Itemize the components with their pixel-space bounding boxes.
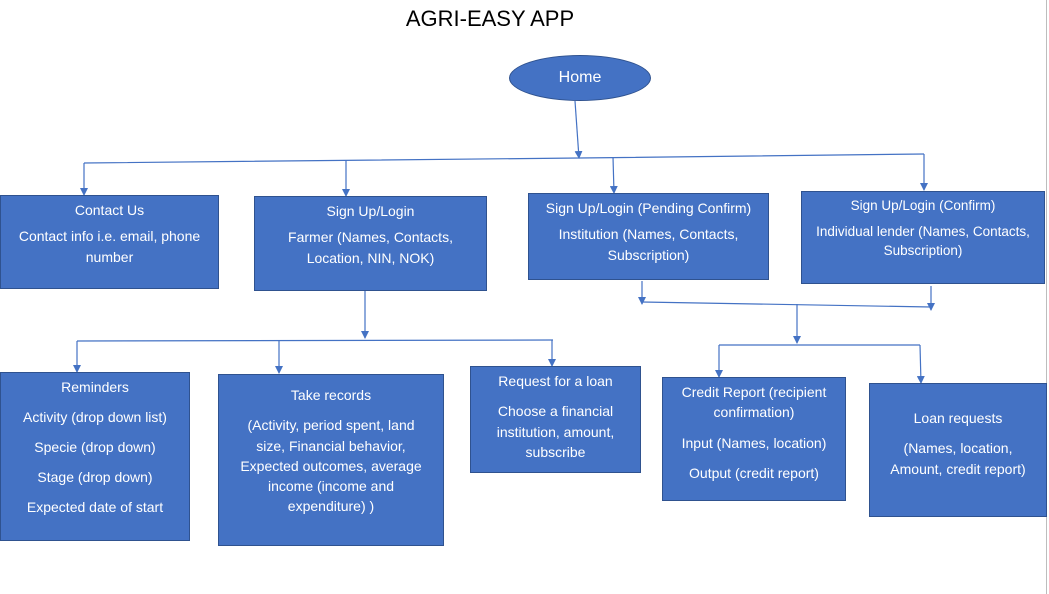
- reminders-item-stage: Stage (drop down): [37, 469, 153, 485]
- connector-lender-bus: [641, 301, 932, 308]
- request-loan-title: Request for a loan: [498, 373, 613, 389]
- loan-requests-body-2: Amount, credit report): [890, 460, 1026, 477]
- request-loan-box: Request for a loan Choose a financial in…: [470, 366, 641, 473]
- farmer-signup-body-2: Location, NIN, NOK): [306, 249, 435, 266]
- connector-farmer-bus: [76, 339, 554, 342]
- request-loan-body-1: Choose a financial: [497, 403, 614, 420]
- take-records-body-4: income (income and: [267, 478, 395, 495]
- take-records-body-2: size, Financial behavior,: [256, 437, 406, 454]
- reminders-item-date: Expected date of start: [26, 499, 164, 515]
- loan-requests-box: Loan requests (Names, location, Amount, …: [869, 383, 1047, 517]
- reminders-box: Reminders Activity (drop down list) Spec…: [0, 372, 190, 541]
- home-node: Home: [509, 55, 651, 101]
- reminders-title: Reminders: [61, 379, 129, 395]
- connector-main-bus: [83, 153, 925, 164]
- request-loan-body-3: subscribe: [525, 443, 586, 460]
- reminders-item-activity: Activity (drop down list): [23, 409, 167, 425]
- request-loan-body-2: institution, amount,: [496, 423, 615, 440]
- loan-requests-body-1: (Names, location,: [903, 440, 1013, 457]
- contact-us-box: Contact Us Contact info i.e. email, phon…: [0, 195, 219, 289]
- connector-to-institution: [609, 156, 618, 194]
- farmer-signup-body-1: Farmer (Names, Contacts,: [288, 229, 453, 246]
- take-records-title: Take records: [290, 387, 372, 403]
- lender-signup-body-1: Individual lender (Names, Contacts,: [816, 223, 1030, 239]
- lender-signup-box: Sign Up/Login (Confirm) Individual lende…: [801, 191, 1045, 284]
- contact-us-body-2: number: [85, 248, 134, 265]
- credit-report-input: Input (Names, location): [681, 434, 827, 451]
- institution-signup-box: Sign Up/Login (Pending Confirm) Institut…: [528, 193, 769, 280]
- farmer-signup-title: Sign Up/Login: [326, 203, 415, 219]
- lender-signup-body-2: Subscription): [883, 243, 963, 259]
- lender-signup-title: Sign Up/Login (Confirm): [850, 198, 996, 213]
- farmer-signup-box: Sign Up/Login Farmer (Names, Contacts, L…: [254, 196, 487, 291]
- credit-report-title-2: confirmation): [713, 404, 795, 421]
- diagram-title: AGRI-EASY APP: [405, 6, 575, 31]
- contact-us-body-1: Contact info i.e. email, phone: [18, 228, 201, 245]
- institution-signup-body-2: Subscription): [607, 246, 690, 263]
- contact-us-title: Contact Us: [74, 202, 145, 218]
- institution-signup-body-1: Institution (Names, Contacts,: [558, 226, 739, 243]
- credit-report-output: Output (credit report): [689, 464, 819, 481]
- take-records-body-5: expenditure) ): [287, 498, 375, 515]
- take-records-box: Take records (Activity, period spent, la…: [218, 374, 444, 546]
- page-edge-divider: [1046, 0, 1047, 594]
- connector-to-loan-requests: [916, 344, 925, 384]
- loan-requests-title: Loan requests: [913, 410, 1003, 426]
- credit-report-box: Credit Report (recipient confirmation) I…: [662, 377, 846, 501]
- connector-home-to-bus: [574, 100, 583, 159]
- take-records-body-3: Expected outcomes, average: [240, 457, 422, 474]
- credit-report-title-1: Credit Report (recipient: [681, 384, 827, 400]
- take-records-body-1: (Activity, period spent, land: [247, 417, 415, 434]
- institution-signup-title: Sign Up/Login (Pending Confirm): [545, 200, 752, 216]
- reminders-item-specie: Specie (drop down): [34, 439, 156, 455]
